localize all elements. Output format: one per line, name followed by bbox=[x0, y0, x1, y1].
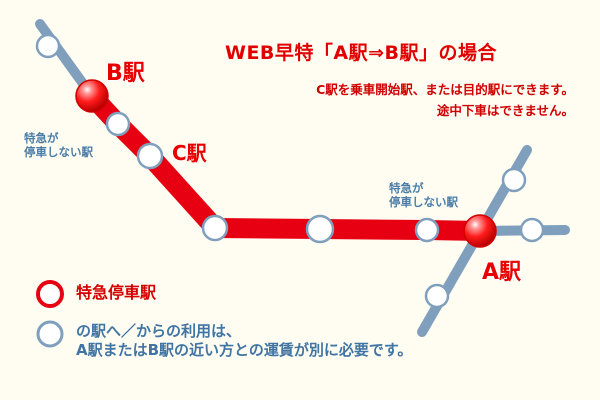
station-circle-middle bbox=[305, 214, 335, 244]
station-circle-a-express bbox=[463, 214, 497, 248]
note-line-2: 途中下車はできません。 bbox=[436, 103, 574, 118]
passing-note-left-line-2: 停車しない駅 bbox=[24, 145, 93, 159]
station-circle-c bbox=[136, 142, 164, 170]
passing-note-right-line-2: 停車しない駅 bbox=[389, 195, 458, 209]
station-circle-b-express bbox=[75, 79, 109, 113]
legend-express-label: 特急停車駅 bbox=[76, 283, 157, 302]
station-label-b: B駅 bbox=[106, 61, 145, 86]
station-circle-left-nonstop bbox=[105, 111, 131, 137]
legend-nonstop-line-1: の駅へ／からの利用は、 bbox=[76, 322, 242, 340]
passing-note-right-line-1: 特急が bbox=[389, 181, 424, 195]
legend-nonstop-line-2: A駅またはB駅の近い方との運賃が別に必要です。 bbox=[76, 341, 413, 359]
legend-nonstop-icon bbox=[36, 320, 64, 348]
station-circle-right-top bbox=[501, 167, 527, 193]
station-label-c: C駅 bbox=[172, 141, 207, 165]
station-circle-right-branch bbox=[519, 217, 545, 243]
diagram-title: WEB早特「A駅⇒B駅」の場合 bbox=[225, 42, 498, 64]
station-circle-right-nonstop bbox=[414, 217, 440, 243]
station-circle-middle-left bbox=[201, 214, 229, 242]
station-circle-right-bottom bbox=[424, 283, 450, 309]
passing-note-left-line-1: 特急が bbox=[24, 131, 59, 145]
passing-note-left: 特急が 停車しない駅 bbox=[24, 131, 93, 159]
station-label-a: A駅 bbox=[482, 260, 522, 285]
legend-nonstop-note: の駅へ／からの利用は、 A駅またはB駅の近い方との運賃が別に必要です。 bbox=[76, 322, 412, 360]
legend-express-icon bbox=[36, 280, 64, 308]
passing-note-right: 特急が 停車しない駅 bbox=[389, 181, 458, 209]
note-line-1: C駅を乗車開始駅、または目的駅にできます。 bbox=[316, 82, 574, 97]
station-circle-left-top bbox=[35, 33, 61, 59]
